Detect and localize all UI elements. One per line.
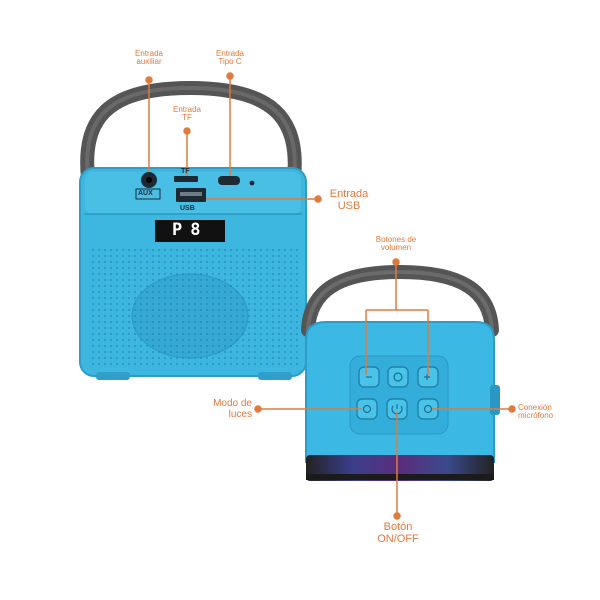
label-type-c-input: Entrada Tipo C: [215, 49, 245, 67]
grill-dots: [91, 248, 299, 366]
speaker-front-view: [79, 72, 322, 380]
speaker-top-view: [254, 258, 516, 520]
leader-lines-top: [254, 258, 516, 520]
label-tf-input: Entrada TF: [172, 105, 202, 123]
mode-button: [387, 366, 409, 388]
led-display: [155, 220, 225, 242]
label-volume-buttons: Botones de volumen: [375, 235, 417, 253]
usb-port-label: USB: [180, 205, 195, 212]
label-aux-input: Entrada auxiliar: [134, 49, 164, 67]
aux-port-label: AUX: [138, 190, 153, 197]
tf-slot: [174, 176, 198, 182]
label-power-button: Botón ON/OFF: [377, 521, 419, 545]
type-c-port: [218, 176, 240, 185]
label-usb-input: Entrada USB: [329, 188, 369, 212]
button-grid: [356, 366, 439, 420]
tf-port-label: TF: [181, 168, 190, 175]
leader-lines-front: [145, 72, 322, 203]
display-readout: P8: [172, 220, 209, 240]
label-light-mode: Modo de luces: [213, 398, 252, 420]
label-mic-connection: Conexión micrófono: [518, 403, 554, 421]
